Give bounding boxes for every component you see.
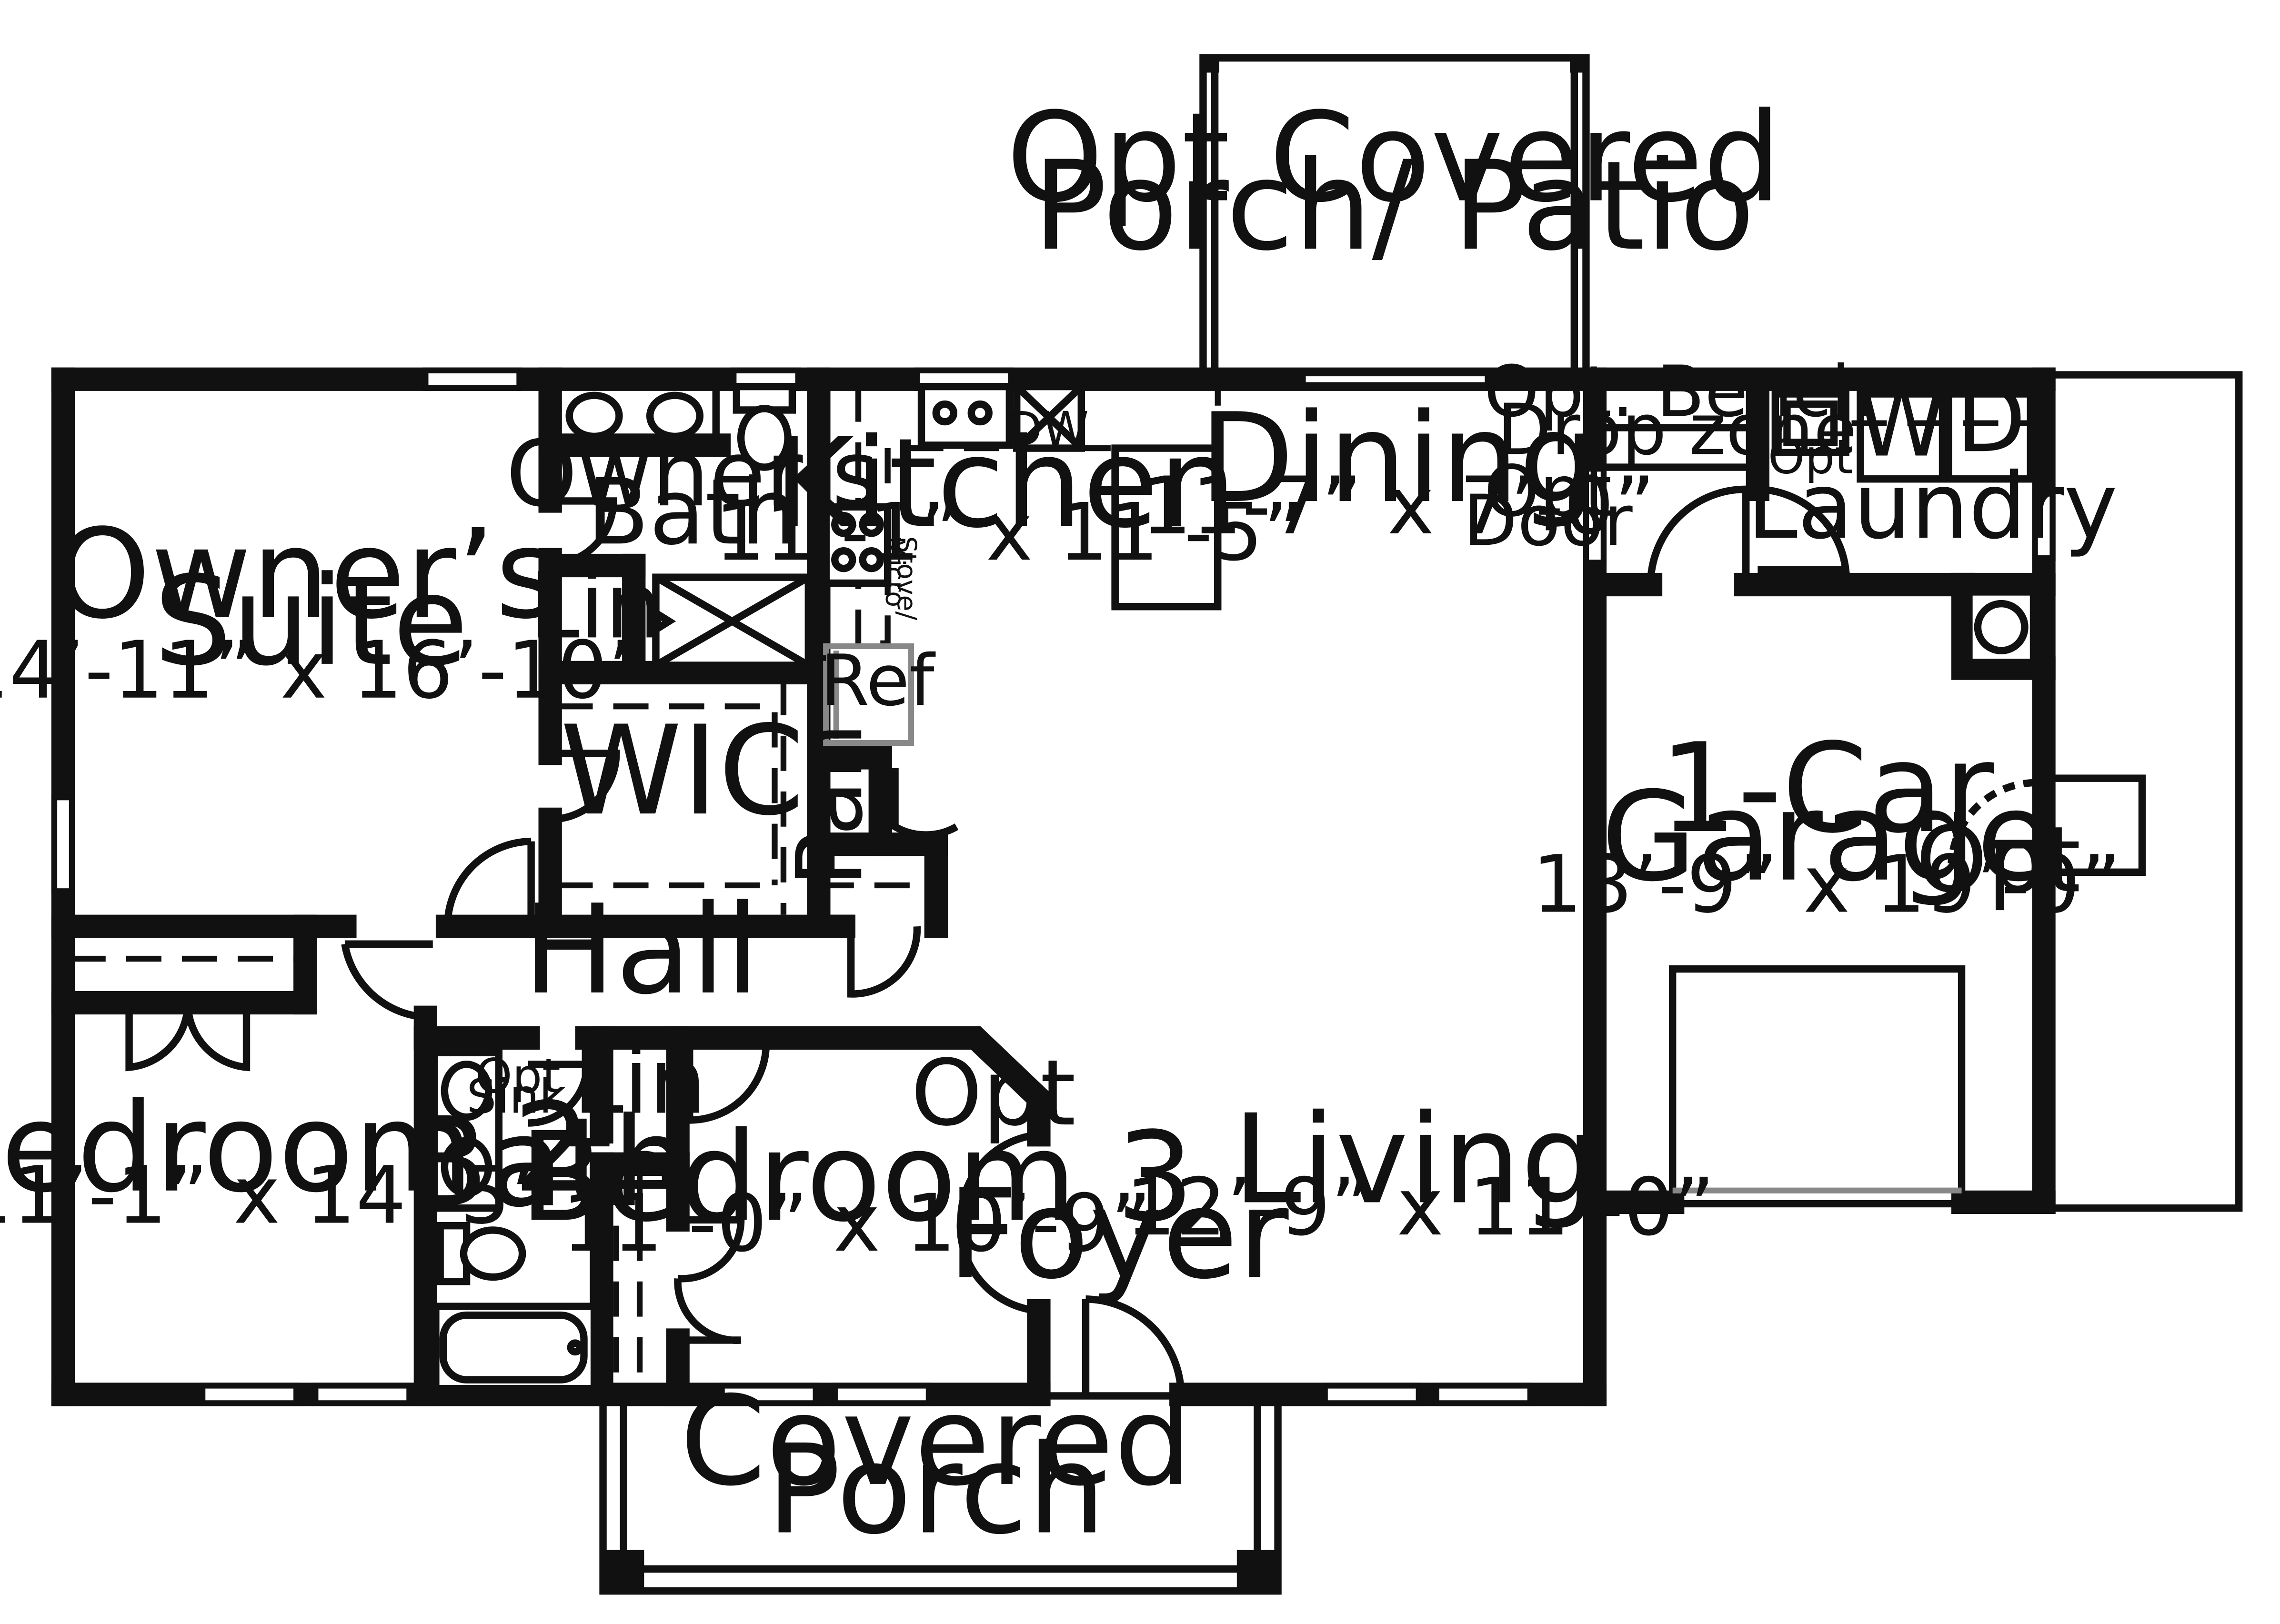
garage-label-1: 1-Car — [1659, 717, 1995, 861]
hall-label: Hall — [523, 879, 760, 1022]
owners-bath-label-1: Owner’s — [506, 421, 879, 527]
hall-lin-label: Lin — [573, 1029, 707, 1134]
foyer-label: Foyer — [947, 1163, 1290, 1306]
opt-door-label-2: Door — [1463, 480, 1633, 561]
owners-suite-label-1: Owner’s — [54, 503, 560, 646]
living-dim: 12’-9” x 11’-0” — [1125, 1162, 1715, 1253]
opt-patio-label-1: Opt Covered — [1006, 86, 1781, 230]
wic-shelving — [557, 680, 934, 915]
bedroom3-opt-label: Opt — [911, 1041, 1075, 1146]
wic-label: WIC — [560, 700, 804, 843]
garage-dim: 13’-9” x 19’-0” — [1532, 839, 2121, 931]
owners-suite-label-2: Suite — [154, 550, 469, 693]
ref-label: Ref — [821, 640, 936, 722]
drop-zone-label: Drop zone — [1497, 389, 1857, 471]
bath-fixtures — [431, 1049, 643, 1394]
dining-dim: 11-7” x 7’-0” — [1141, 461, 1655, 552]
labels: Owner’s Suite 14’-11” x 16’-10” Owner’s … — [0, 86, 2121, 1562]
bedroom2-dim: 11’-1” x 14’-5” — [0, 1150, 552, 1242]
bath-label: Bath — [404, 1092, 691, 1235]
dining-label: Dining — [1199, 387, 1597, 531]
pan-label: Pan — [777, 722, 883, 887]
bedroom3-label: Bedroom 3 — [519, 1106, 1194, 1249]
opt-patio-label-2: Porch/ Patio — [1033, 135, 1755, 278]
garage-opt-label: Opt — [1916, 807, 2080, 913]
doors — [125, 485, 2146, 1395]
dryer-label: D — [1956, 367, 2026, 473]
owners-bath-fixtures — [553, 382, 813, 669]
dw-label: DW — [1006, 402, 1089, 457]
laundry-fixtures — [1771, 390, 2039, 666]
micro-label: Micro — [880, 536, 910, 607]
covered-porch-label-1: Covered — [680, 1370, 1192, 1514]
bedroom2-label: Bedroom 2 — [0, 1077, 592, 1220]
opt-sink-label-1: Opt — [475, 1049, 561, 1103]
garage-label-2: Garage — [1601, 766, 2052, 909]
bedroom3-dim: 11’-0” x 10’-9” — [562, 1178, 1151, 1270]
living-label: Living — [1233, 1088, 1599, 1232]
opt-sink-label-2: Sink — [467, 1070, 566, 1124]
owners-lin-label: Lin — [529, 553, 662, 659]
owners-bath-label-2: Bath — [587, 460, 798, 565]
owners-suite-dim: 14’-11” x 16’-10” — [0, 625, 649, 717]
washer-label: W — [1857, 371, 1947, 477]
opt-door-label-1: Opt — [1484, 451, 1612, 532]
opt-bench-label: Opt. Bench — [1484, 351, 1876, 432]
laundry-label: Laundry — [1747, 454, 2118, 560]
kitchen-dim: 11’-1” x 11’-5” — [715, 487, 1304, 579]
kitchen-fixtures — [818, 382, 1222, 746]
laundry-opt-label: Opt — [1768, 430, 1853, 484]
stove-label: Stove/ — [891, 536, 922, 621]
kitchen-label: Kitchen — [773, 412, 1236, 555]
covered-porch-label-2: Porch — [766, 1418, 1105, 1562]
